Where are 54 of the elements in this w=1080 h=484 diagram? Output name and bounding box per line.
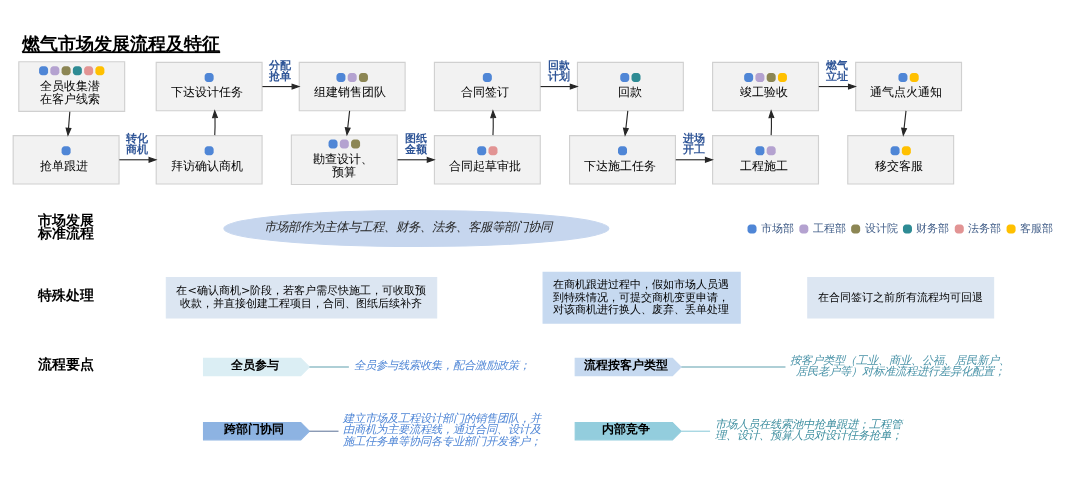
node-box: 在<确认商机>阶段，若客户需尽快施工，可收取预收款，并直接创建工程项目，合同、图纸后续补齐 — [165, 276, 438, 319]
legend-label: 财务部 — [916, 221, 950, 235]
arrow — [490, 109, 497, 136]
connector — [680, 430, 711, 432]
arrow — [675, 156, 714, 163]
legend-label: 市场部 — [761, 221, 795, 235]
edge-label: 回款计划 — [547, 58, 570, 83]
edge-label: 燃气立址 — [825, 58, 848, 83]
arrow — [622, 110, 630, 137]
edge-label: 进场开工 — [682, 131, 705, 157]
node-text: 全员参与线索收集，配合激励政策； — [353, 358, 530, 372]
node-box: 全员收集潜在客户线索 — [18, 61, 126, 112]
node-box: 组建销售团队 — [298, 61, 406, 112]
node-box: 下达设计任务 — [155, 61, 263, 112]
connector — [308, 366, 350, 368]
node-box: 勘查设计、预算 — [290, 134, 398, 186]
arrow — [65, 111, 72, 137]
legend-label: 客服部 — [1020, 221, 1054, 235]
node-box: 下达施工任务 — [569, 135, 676, 185]
edge-label: 转化商机 — [126, 131, 149, 157]
label: 特殊处理 — [38, 287, 95, 304]
label: 市场发展标准流程 — [38, 211, 95, 242]
node-box: 竣工验收 — [712, 61, 820, 112]
legend-label: 法务部 — [968, 221, 1002, 235]
arrow — [261, 83, 301, 90]
arrow — [540, 83, 579, 90]
node-box: 通气点火通知 — [855, 61, 963, 112]
connector — [308, 430, 340, 432]
legend-label: 工程部 — [812, 221, 846, 235]
node-text: 按客户类型（工业、商业、公福、居民新户、居民老户等）对标准流程进行差异化配置； — [790, 353, 1011, 378]
label: 流程要点 — [38, 356, 95, 373]
arrow — [211, 109, 219, 136]
edge-label: 分配抢单 — [269, 58, 292, 83]
node-box: 合同起草审批 — [433, 135, 541, 185]
diagram-title: 燃气市场发展流程及特征 — [22, 33, 221, 55]
arrow — [901, 110, 908, 137]
node-box: 抢单跟进 — [12, 135, 120, 185]
arrow — [344, 110, 351, 137]
connector — [680, 366, 787, 368]
node-ellipse: 市场部作为主体与工程、财务、法务、客服等部门协同 — [223, 209, 610, 248]
arrow — [818, 83, 857, 90]
node-box: 拜访确认商机 — [155, 135, 263, 185]
node-box: 工程施工 — [712, 135, 820, 185]
edge-label: 图纸金额 — [404, 131, 427, 157]
arrow — [397, 156, 436, 163]
arrow — [118, 156, 158, 163]
legend-label: 设计院 — [864, 221, 898, 235]
node-box: 在商机跟进过程中，假如市场人员遇到特殊情况，可提交商机变更申请，对该商机进行换人、废弃、丢单处理 — [542, 271, 741, 324]
node-text: 市场人员在线索池中抢单跟进；工程管理、设计、预算人员对设计任务抢单； — [714, 417, 902, 443]
node-text: 建立市场及工程设计部门的销售团队，并由商机为主要流程线，通过合同、设计及施工任务单等协同各专业部门开发客户； — [343, 412, 542, 448]
node-box: 在合同签订之前所有流程均可回退 — [807, 276, 995, 319]
node-box: 回款 — [576, 61, 684, 112]
node-box: 移交客服 — [847, 135, 955, 185]
node-box: 合同签订 — [433, 61, 541, 112]
